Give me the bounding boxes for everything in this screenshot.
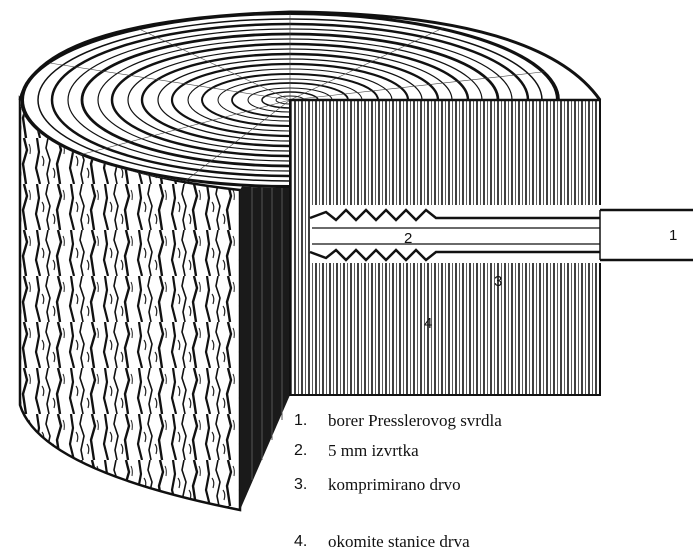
increment-borer: [310, 205, 693, 263]
legend-label: borer Presslerovog svrdla: [328, 411, 502, 431]
callout-4: 4: [424, 315, 432, 332]
legend-number: 3.: [294, 476, 318, 494]
legend-number: 4.: [294, 533, 318, 551]
legend-number: 1.: [294, 412, 318, 430]
legend-item-borer: 1. borer Presslerovog svrdla: [294, 407, 502, 435]
legend-label: 5 mm izvrtka: [328, 441, 419, 461]
callout-1: 1: [669, 227, 677, 244]
callout-3: 3: [494, 273, 502, 290]
legend-label: okomite stanice drva: [328, 532, 470, 552]
callout-2: 2: [404, 230, 412, 247]
legend-number: 2.: [294, 442, 318, 460]
legend-item-wood-cells: 4. okomite stanice drva: [294, 528, 470, 556]
legend-item-core: 2. 5 mm izvrtka: [294, 437, 419, 465]
legend-label: komprimirano drvo: [328, 475, 461, 495]
legend-item-compressed-wood: 3. komprimirano drvo: [294, 471, 461, 499]
